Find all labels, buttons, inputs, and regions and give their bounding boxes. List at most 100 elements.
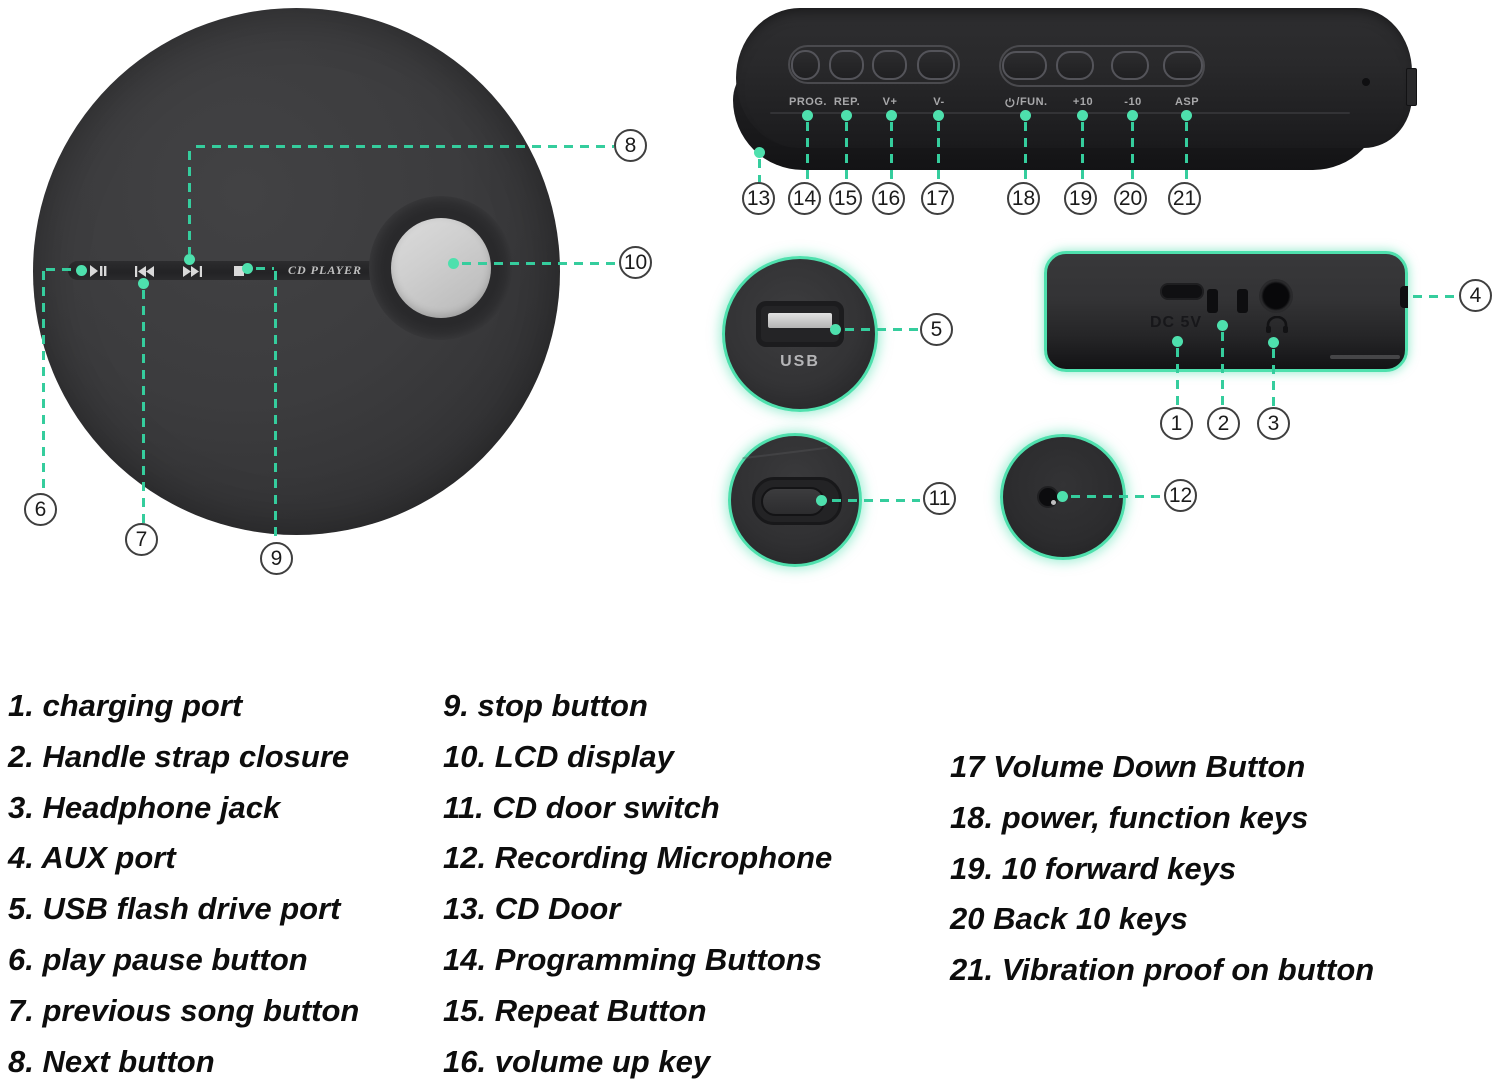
callout-21: 21 [1168, 182, 1201, 215]
repeat-button [829, 50, 864, 80]
callout-line [274, 271, 277, 542]
callout-20: 20 [1114, 182, 1147, 215]
callout-line [1024, 122, 1027, 182]
asp-label: ASP [1174, 96, 1200, 108]
callout-dot [1217, 320, 1228, 331]
v-plus-label: V+ [882, 96, 898, 108]
callout-line [890, 122, 893, 182]
callout-line [1272, 349, 1275, 407]
callout-line [46, 268, 76, 271]
legend-item: 14. Programming Buttons [443, 941, 822, 977]
callout-line [845, 328, 920, 331]
legend-item: 19. 10 forward keys [950, 850, 1237, 886]
asp-button [1163, 51, 1203, 80]
plus10-label: +10 [1072, 96, 1094, 108]
charging-port [1160, 283, 1204, 300]
callout-7: 7 [125, 523, 158, 556]
legend-item: 1. charging port [8, 688, 243, 723]
seam-highlight [770, 112, 1350, 114]
callout-line [1185, 122, 1188, 182]
minus10-button [1111, 51, 1149, 80]
ports-side-view [1044, 251, 1408, 372]
legend-item: 16. volume up key [443, 1043, 711, 1079]
legend-item: 7. previous song button [8, 992, 360, 1028]
callout-line [845, 122, 848, 182]
power-fun-label: /FUN. [1004, 96, 1047, 108]
legend-item: 4. AUX port [8, 840, 176, 876]
legend-column-2: 9. stop button 10. LCD display 11. CD do… [443, 681, 832, 1087]
callout-dot [1057, 491, 1068, 502]
callout-line [142, 290, 145, 523]
callout-line [758, 159, 761, 182]
callout-9: 9 [260, 542, 293, 575]
callout-line [42, 271, 45, 493]
callout-dot [816, 495, 827, 506]
callout-line [1131, 122, 1134, 182]
callout-dot [886, 110, 897, 121]
callout-3: 3 [1257, 407, 1290, 440]
legend-item: 8. Next button [8, 1043, 215, 1079]
callout-dot [830, 324, 841, 335]
legend-item: 17 Volume Down Button [950, 749, 1306, 784]
headphone-icon [1266, 316, 1288, 333]
brand-text: CD PLAYER [288, 263, 363, 277]
mic-highlight [1051, 500, 1056, 505]
callout-line [196, 145, 614, 148]
legend-item: 11. CD door switch [443, 789, 720, 825]
callout-11: 11 [923, 482, 956, 515]
callout-14: 14 [788, 182, 821, 215]
callout-18: 18 [1007, 182, 1040, 215]
button-group-right [999, 45, 1205, 87]
callout-line [832, 499, 920, 502]
headphone-jack [1259, 279, 1293, 313]
next-track-icon [183, 266, 202, 277]
callout-dot [754, 147, 765, 158]
callout-line [1071, 495, 1161, 498]
lcd-display [391, 218, 491, 318]
callout-dot [1077, 110, 1088, 121]
callout-line [806, 122, 809, 182]
callout-dot [242, 263, 253, 274]
callout-dot [841, 110, 852, 121]
legend-item: 21. Vibration proof on button [950, 952, 1375, 988]
stop-icon [234, 266, 244, 276]
callout-line [1413, 295, 1459, 298]
callout-13: 13 [742, 182, 775, 215]
volume-up-button [872, 50, 907, 80]
callout-dot [1181, 110, 1192, 121]
previous-track-icon [135, 266, 154, 277]
usb-contact [768, 313, 832, 328]
callout-10: 10 [619, 246, 652, 279]
callout-dot [184, 254, 195, 265]
strap-slot [1207, 289, 1218, 313]
callout-6: 6 [24, 493, 57, 526]
legend-item: 6. play pause button [8, 941, 308, 977]
callout-1: 1 [1160, 407, 1193, 440]
volume-down-button [917, 50, 955, 80]
power-icon [1005, 97, 1015, 107]
callout-2: 2 [1207, 407, 1240, 440]
callout-line [1176, 348, 1179, 407]
callout-dot [1020, 110, 1031, 121]
power-fun-button [1002, 51, 1047, 80]
aux-port [1400, 286, 1408, 308]
callout-line [1221, 332, 1224, 407]
play-pause-icon [90, 265, 107, 277]
callout-dot [76, 265, 87, 276]
callout-5: 5 [920, 313, 953, 346]
callout-4: 4 [1459, 279, 1492, 312]
legend-item: 15. Repeat Button [443, 992, 707, 1028]
legend-item: 9. stop button [443, 688, 648, 723]
button-group-left [788, 45, 960, 84]
callout-line [462, 262, 619, 265]
callout-19: 19 [1064, 182, 1097, 215]
callout-17: 17 [921, 182, 954, 215]
v-minus-label: V- [933, 96, 945, 108]
legend-item: 13. CD Door [443, 891, 621, 927]
edge-highlight [1330, 355, 1400, 359]
callout-line [1081, 122, 1084, 182]
plus10-button [1056, 51, 1094, 80]
callout-16: 16 [872, 182, 905, 215]
legend-item: 20 Back 10 keys [950, 901, 1188, 937]
rep-label: REP. [833, 96, 861, 108]
